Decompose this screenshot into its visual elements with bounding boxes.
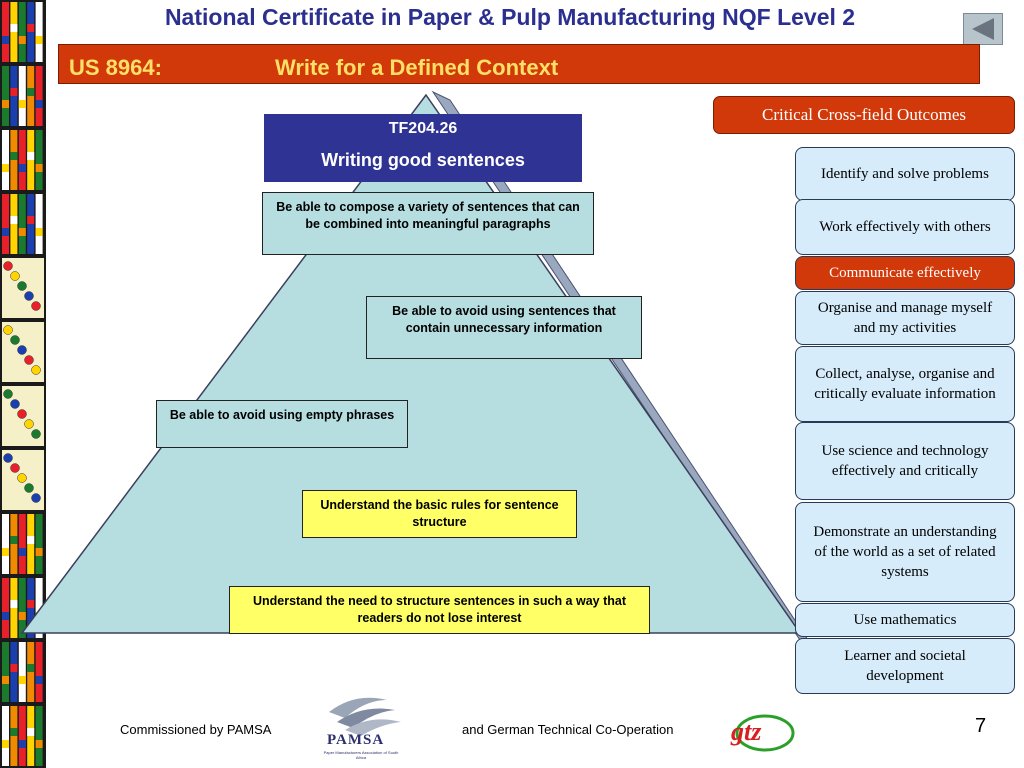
topic-code: TF204.26 [388,120,458,137]
unit-standard-banner: US 8964: Write for a Defined Context [58,44,980,84]
pamsa-logo-graphic [329,697,401,736]
outcome-world-systems: Demonstrate an understanding of the worl… [795,502,1015,602]
decorative-border-strip [0,0,46,768]
topic-name: Writing good sentences [321,150,525,170]
pyramid-item-avoid-unnecessary: Be able to avoid using sentences that co… [366,296,642,359]
gtz-logo-text: gtz [731,717,762,746]
outcome-communicate-effectively: Communicate effectively [795,256,1015,290]
outcome-work-effectively: Work effectively with others [795,199,1015,255]
pyramid-item-compose-sentences: Be able to compose a variety of sentence… [262,192,594,255]
outcome-identify-solve-problems: Identify and solve problems [795,147,1015,201]
pyramid-item-structure-sentences: Understand the need to structure sentenc… [229,586,650,634]
pamsa-logo: PAMSA Paper Manufacturers Association of… [315,690,405,762]
page-title: National Certificate in Paper & Pulp Man… [164,4,856,30]
pyramid-item-avoid-empty-phrases: Be able to avoid using empty phrases [156,400,408,448]
pamsa-logo-subtext: Paper Manufacturers Association of South… [323,750,399,760]
outcome-collect-analyse: Collect, analyse, organise and criticall… [795,346,1015,422]
gtz-logo-graphic [735,714,795,752]
unit-code: US 8964: [69,55,162,80]
outcome-science-technology: Use science and technology effectively a… [795,422,1015,500]
page-number: 7 [975,715,987,737]
back-arrow-icon [972,18,994,40]
outcome-organise-manage: Organise and manage myself and my activi… [795,291,1015,345]
topic-box: TF204.26 Writing good sentences [264,114,582,182]
gtz-logo: gtz [727,713,797,755]
unit-name: Write for a Defined Context [275,55,559,80]
outcomes-header: Critical Cross-field Outcomes [713,96,1015,134]
outcome-learner-societal: Learner and societal development [795,638,1015,694]
commissioned-text: Commissioned by PAMSA [120,722,272,737]
back-button[interactable] [963,13,1003,45]
partner-text: and German Technical Co-Operation [462,722,674,737]
outcome-use-mathematics: Use mathematics [795,603,1015,637]
pamsa-logo-text: PAMSA [327,732,385,748]
pyramid-item-basic-rules: Understand the basic rules for sentence … [302,490,577,538]
